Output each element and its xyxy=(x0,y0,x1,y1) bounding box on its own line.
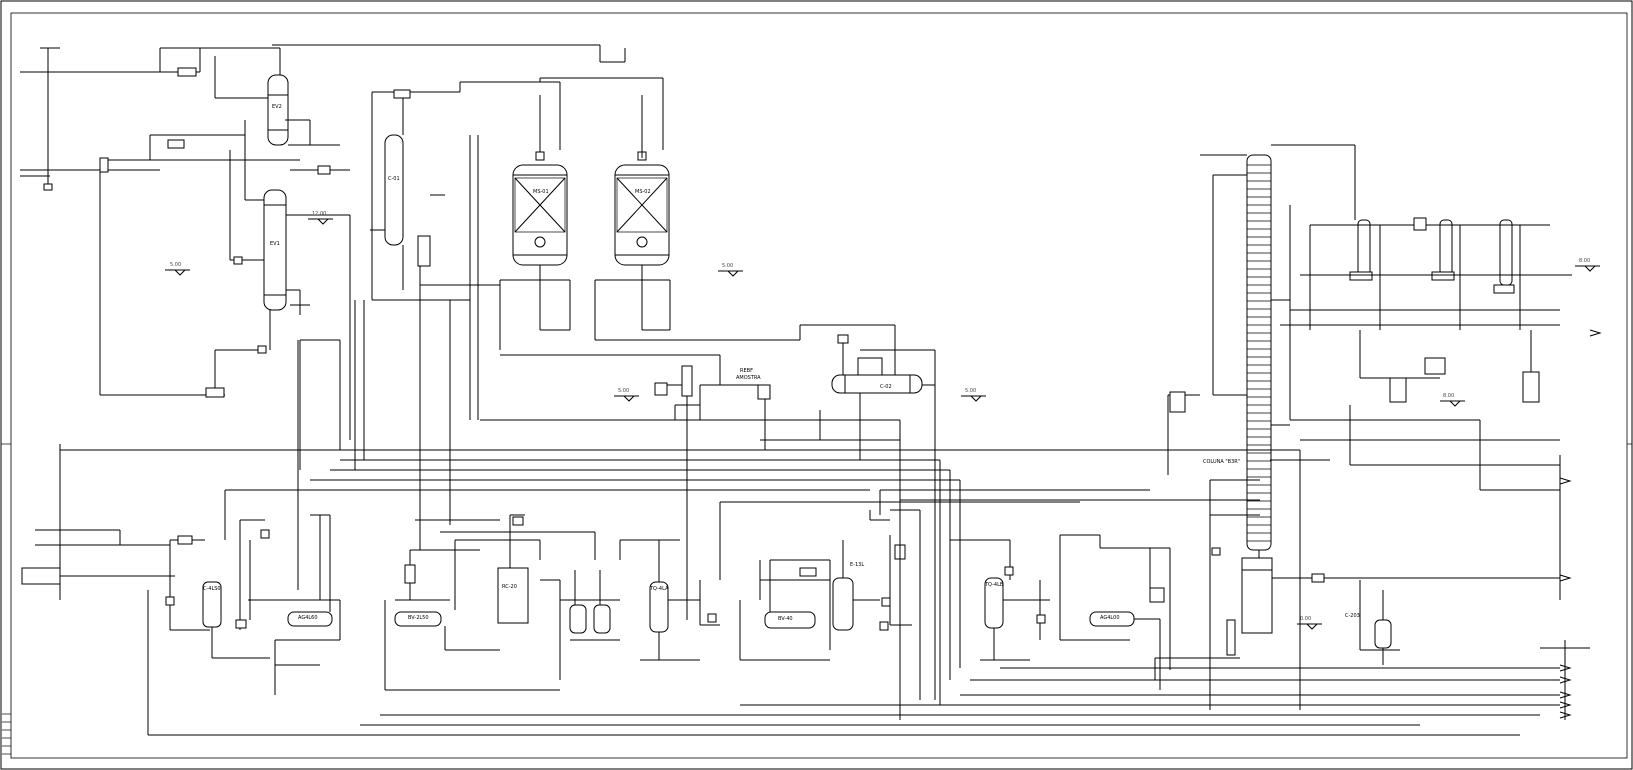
ag4lc-label: AG4L00 xyxy=(1100,615,1120,621)
elevation-5-00-c: 5.00 xyxy=(618,388,629,394)
rebf-label: REBF xyxy=(740,368,753,374)
condenser-section: 8.00 8.00 xyxy=(1271,144,1600,600)
bv2l-label: BV-2L50 xyxy=(408,615,429,621)
bottom-section: C-4LS0 AG4L60 BV-2L xyxy=(21,444,1590,736)
ev1-label: EV1 xyxy=(270,241,280,247)
elevation-8-00-b: 8.00 xyxy=(1443,393,1454,399)
mol-sieves: MS-01 MS-02 5.00 xyxy=(499,95,800,385)
ms02-label: MS-02 xyxy=(635,189,651,195)
title-strip xyxy=(2,713,11,755)
elevation-5-00-b: 5.00 xyxy=(722,263,733,269)
c4ls-label: C-4LS0 xyxy=(203,586,221,592)
c02-label: C-02 xyxy=(880,384,892,390)
elevation-8-00-a: 8.00 xyxy=(1579,258,1590,264)
bv40-label: BV-40 xyxy=(778,616,793,622)
e13l-label: E-13L xyxy=(850,562,864,568)
tq4lb-label: TQ-4LB xyxy=(984,582,1004,588)
ms01-label: MS-01 xyxy=(533,189,549,195)
elevation-5-00-d: 5.00 xyxy=(965,388,976,394)
c203-label: C-203 xyxy=(1345,613,1360,619)
main-column: COLUNA "B3R" 0.00 xyxy=(1154,154,1560,710)
ev2-label: EV2 xyxy=(272,104,282,110)
c01-label: C-01 xyxy=(388,176,400,182)
evaporator-section: EV2 EV1 xyxy=(20,44,626,590)
rebf-sub-label: AMOSTRA xyxy=(736,375,761,381)
elevation-5-00-a: 5.00 xyxy=(170,262,181,268)
rc20-label: RC-20 xyxy=(502,584,517,590)
tq4la-label: TQ-4LA xyxy=(649,586,669,592)
riser-lines xyxy=(354,300,1330,720)
rebf-c02-section: REBF AMOSTRA C-02 5.00 5.00 xyxy=(614,324,986,700)
elevation-12-00: 12.00 xyxy=(312,211,326,217)
drawing-border xyxy=(10,12,1628,759)
coluna-label: COLUNA "B3R" xyxy=(1203,459,1240,465)
column-c01: C-01 xyxy=(370,77,664,521)
elevation-0-00: 0.00 xyxy=(1300,616,1311,622)
outlet-arrows xyxy=(1559,329,1602,719)
ag4l-label: AG4L60 xyxy=(298,615,318,621)
